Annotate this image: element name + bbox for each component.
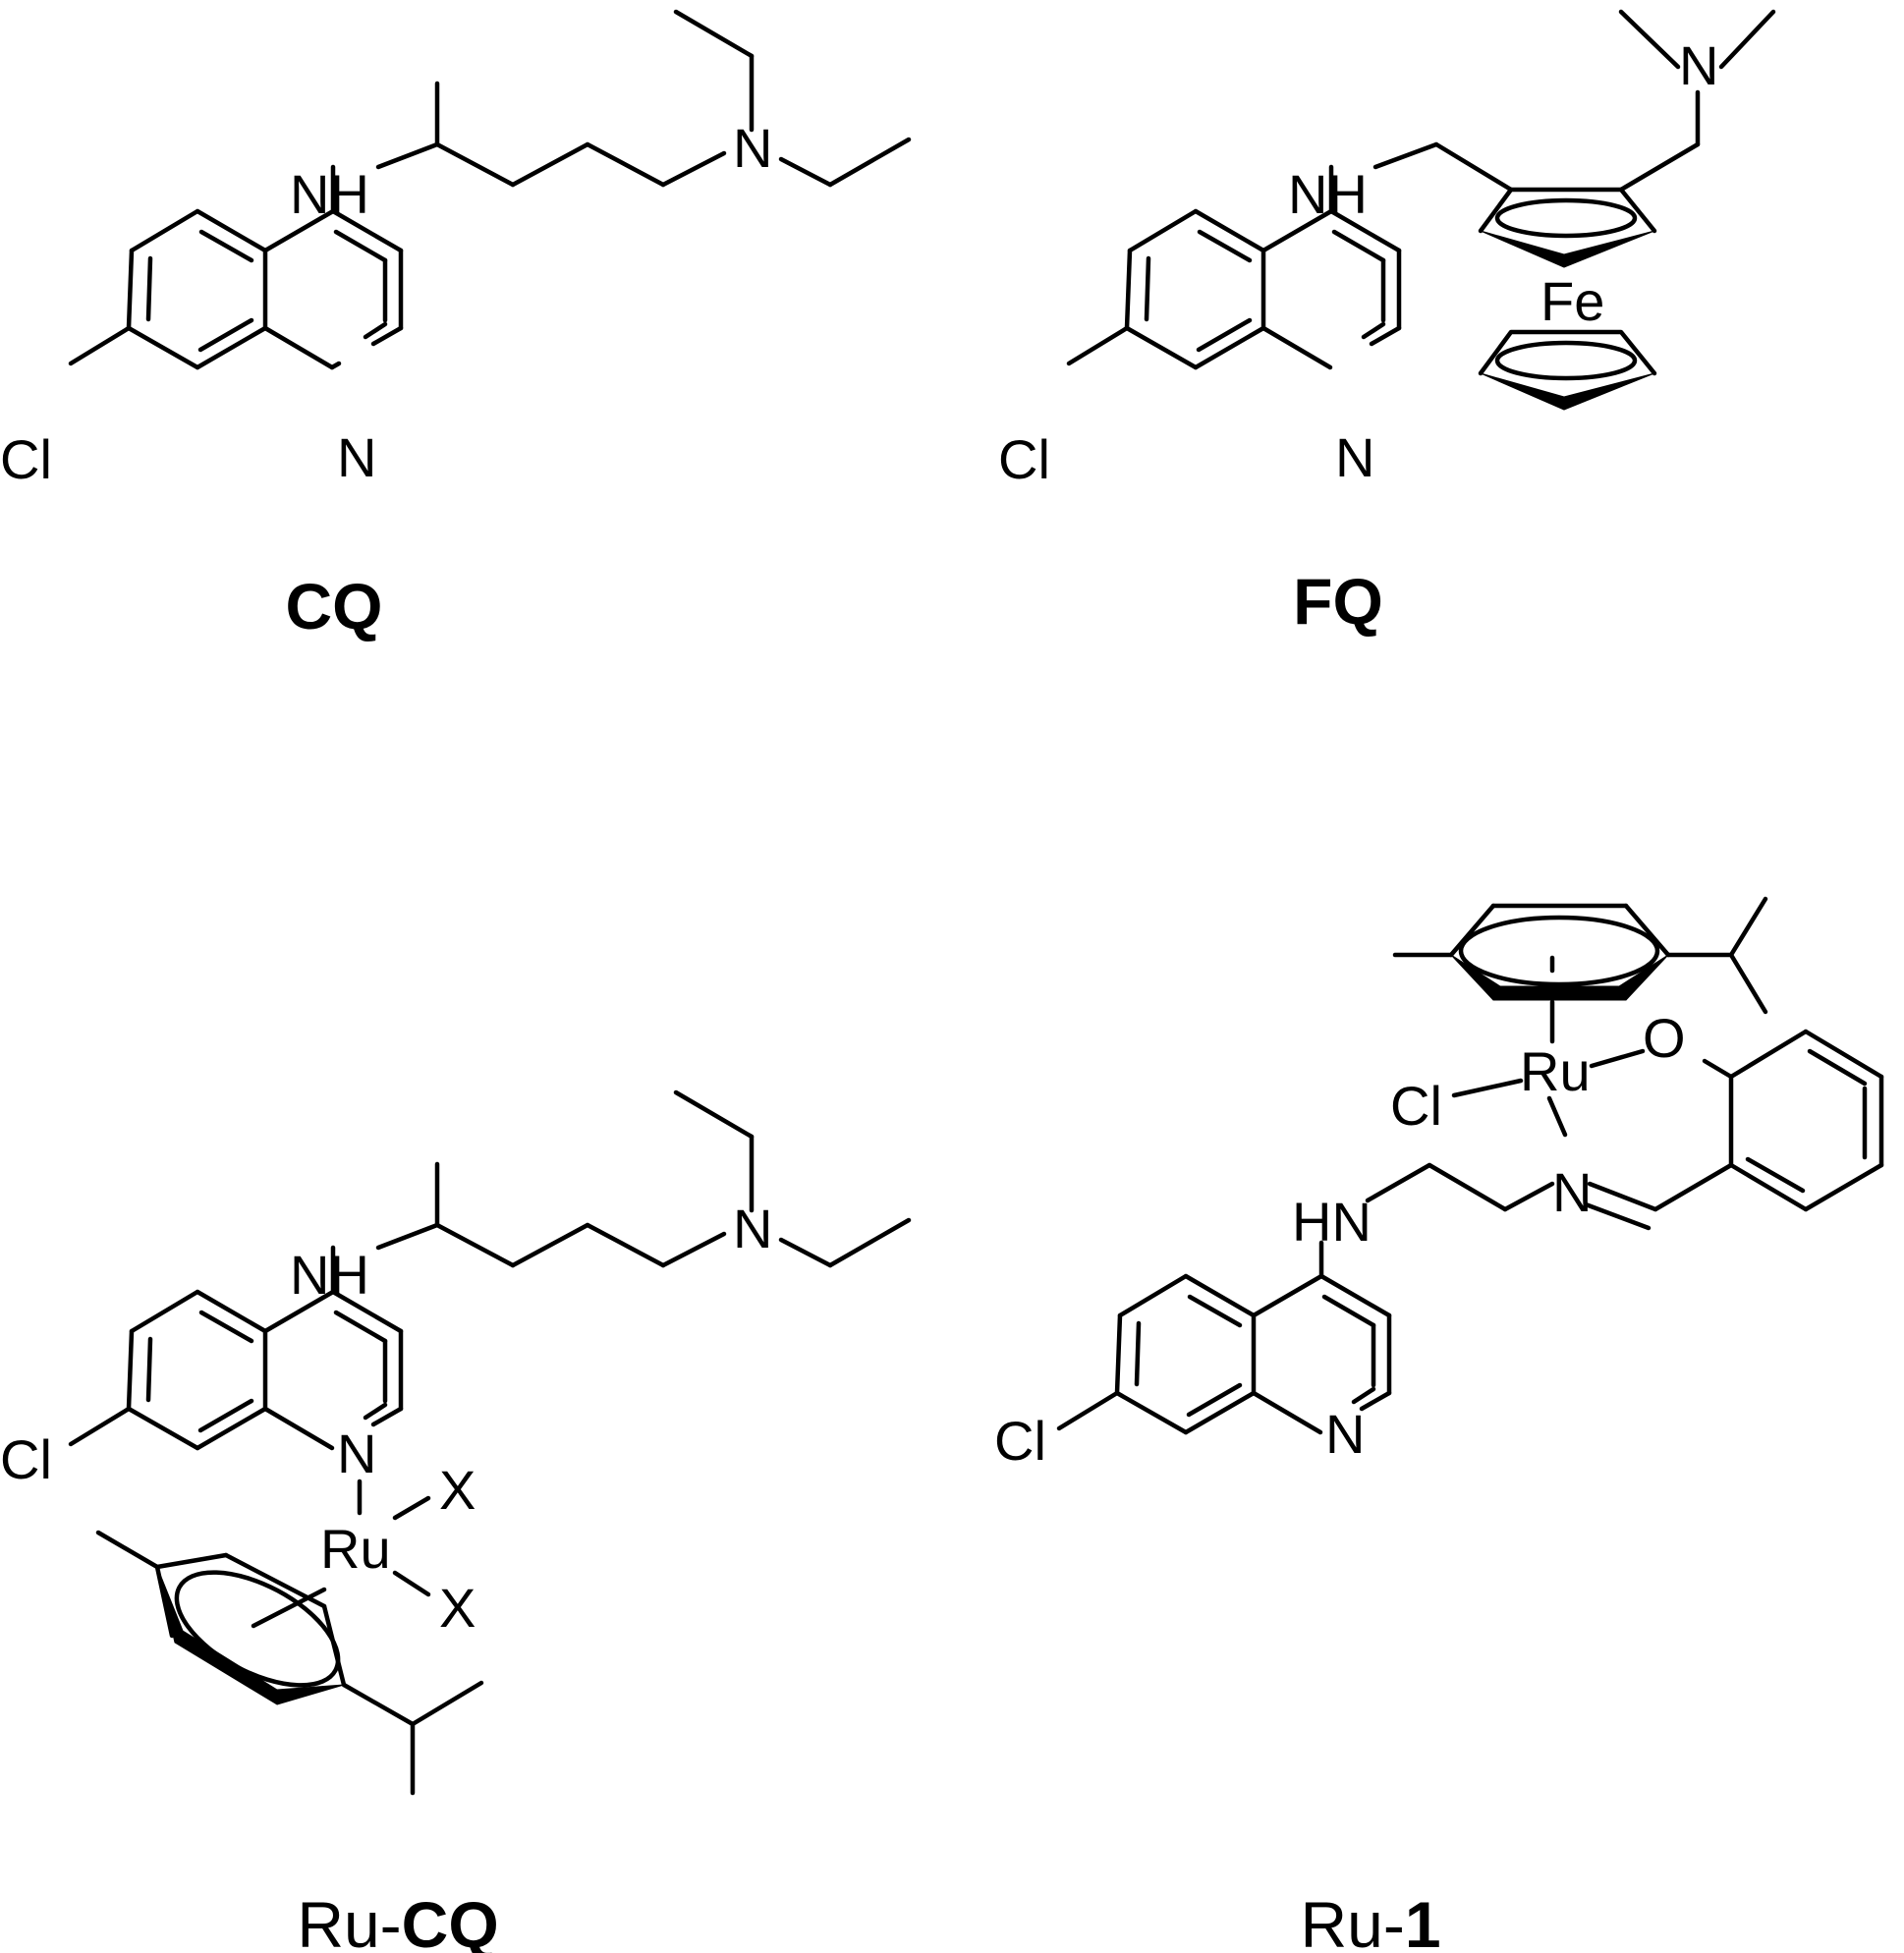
caption-fq: FQ [1293, 565, 1383, 638]
ru-cq-atom-ru: Ru [320, 1518, 391, 1580]
ru-cq-atom-x1: X [439, 1459, 476, 1521]
ru-cq-atom-n-side: N [733, 1198, 772, 1259]
ru-1-atom-hn: HN [1292, 1191, 1372, 1253]
fq-atom-nh: NH [1288, 163, 1368, 225]
ru-1-bonds [1056, 896, 1884, 1435]
molecule-ru-cq: NH N N Cl Ru X X [0, 1089, 912, 1796]
cq-atom-cl: Cl [0, 428, 52, 490]
caption-ru-cq: Ru-CQ [297, 1888, 498, 1953]
ru-1-atom-n-ring: N [1325, 1403, 1365, 1465]
fq-atom-cl: Cl [998, 428, 1050, 490]
fq-atom-fe: Fe [1540, 270, 1604, 332]
ru-1-atom-cl-ring: Cl [994, 1410, 1046, 1472]
cq-atom-n-ring: N [337, 426, 376, 488]
molecule-fq: NH N N Cl Fe [998, 9, 1776, 490]
cq-atom-nh: NH [290, 163, 369, 225]
fq-cp1-front-wedge [1480, 230, 1655, 268]
cq-atom-n-side: N [733, 117, 772, 179]
ru-cq-arene-front-wedge [156, 1566, 345, 1705]
molecule-ru-1: HN N N Cl Cl Ru O [994, 896, 1884, 1472]
ru-1-atom-n-imine: N [1552, 1161, 1592, 1223]
ru-cq-arene-aromatic-circle [174, 1570, 341, 1688]
cq-bonds [68, 9, 912, 370]
ru-cq-atom-n-ring: N [337, 1423, 376, 1484]
molecule-cq: NH N N Cl [0, 9, 912, 490]
fq-atom-n-ring: N [1335, 426, 1374, 488]
fq-atom-n-top: N [1679, 34, 1718, 96]
fq-bonds [1066, 9, 1776, 370]
ru-1-atom-cl-ru: Cl [1390, 1075, 1442, 1137]
ru-cq-atom-nh: NH [290, 1244, 369, 1306]
caption-cq: CQ [286, 570, 383, 642]
fq-cp1-aromatic-circle [1494, 197, 1638, 239]
ru-cq-atom-cl: Cl [0, 1428, 52, 1490]
ru-1-arene-front-wedge [1450, 954, 1669, 1001]
ru-1-atom-ru: Ru [1520, 1040, 1591, 1102]
caption-ru-1: Ru-1 [1300, 1888, 1440, 1953]
ru-1-atom-o: O [1643, 1007, 1686, 1069]
fq-cp2-aromatic-circle [1494, 340, 1638, 381]
ru-cq-bonds [68, 1089, 912, 1796]
ru-1-arene-aromatic-circle [1458, 915, 1660, 987]
ru-cq-atom-x2: X [439, 1577, 476, 1639]
